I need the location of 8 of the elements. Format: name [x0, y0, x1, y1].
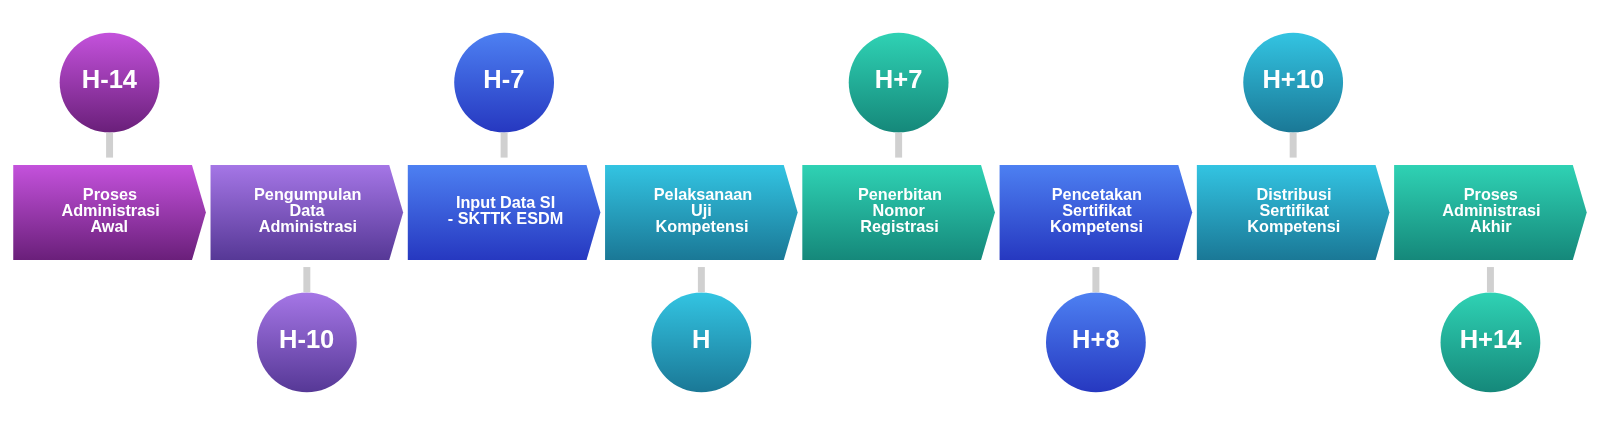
- node-circle: H+10: [1243, 32, 1344, 133]
- node-circle: H-10: [256, 292, 357, 393]
- node-circle: H-7: [454, 32, 554, 133]
- node-circle: H+7: [848, 32, 949, 133]
- node-circle: H: [651, 292, 752, 393]
- node-circle: H+8: [1046, 292, 1146, 393]
- node-circle: H-14: [59, 32, 160, 133]
- node-circle: H+14: [1440, 292, 1541, 393]
